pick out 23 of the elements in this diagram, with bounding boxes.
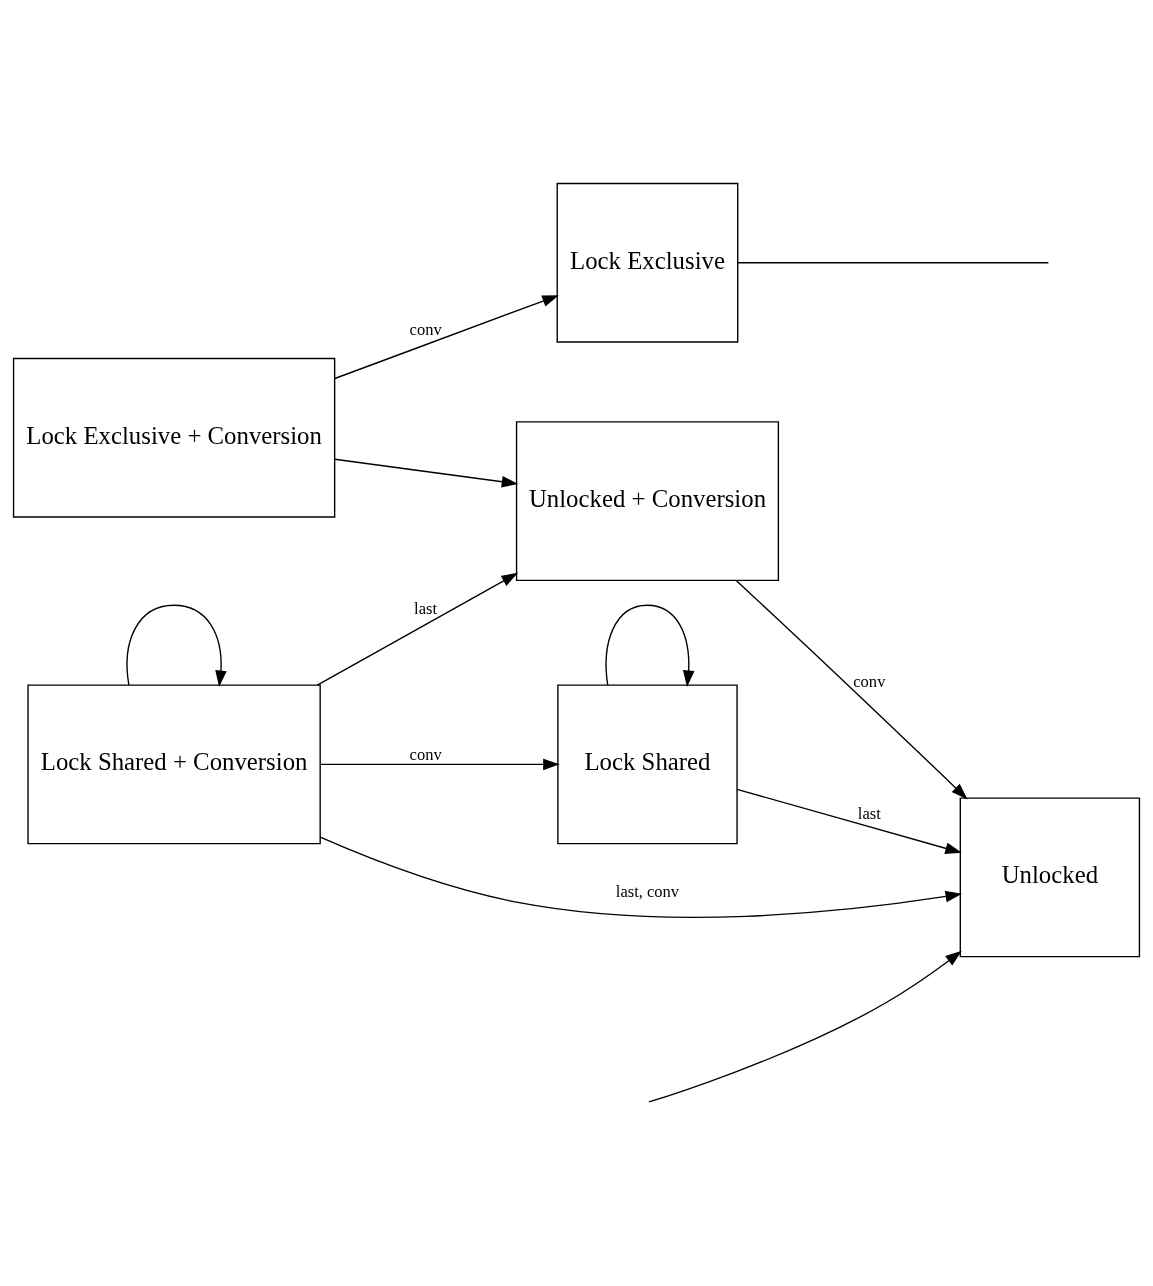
node-box: Lock Shared [557, 684, 738, 845]
edge-label: last [857, 803, 881, 823]
arrow [735, 579, 968, 800]
arrow [334, 295, 559, 380]
arrow [319, 836, 963, 918]
edge-label: conv [409, 320, 442, 340]
connector [737, 262, 1050, 264]
node-box: Lock Exclusive + Conversion [12, 357, 336, 518]
node-box: Unlocked [959, 797, 1141, 958]
arrow [319, 758, 560, 771]
edge-label: conv [853, 671, 886, 691]
edge-label: last [414, 598, 438, 618]
arrow [736, 788, 962, 854]
edge-label: conv [409, 744, 442, 764]
arrow [605, 604, 695, 687]
node-box: Unlocked + Conversion [515, 421, 780, 582]
node-box: Lock Shared + Conversion [27, 684, 321, 845]
arrow [126, 604, 227, 687]
arrow [648, 950, 962, 1103]
node-box: Lock Exclusive [556, 182, 739, 343]
arrow [316, 572, 518, 686]
arrow [334, 458, 519, 488]
edge-label: last, conv [615, 882, 680, 902]
